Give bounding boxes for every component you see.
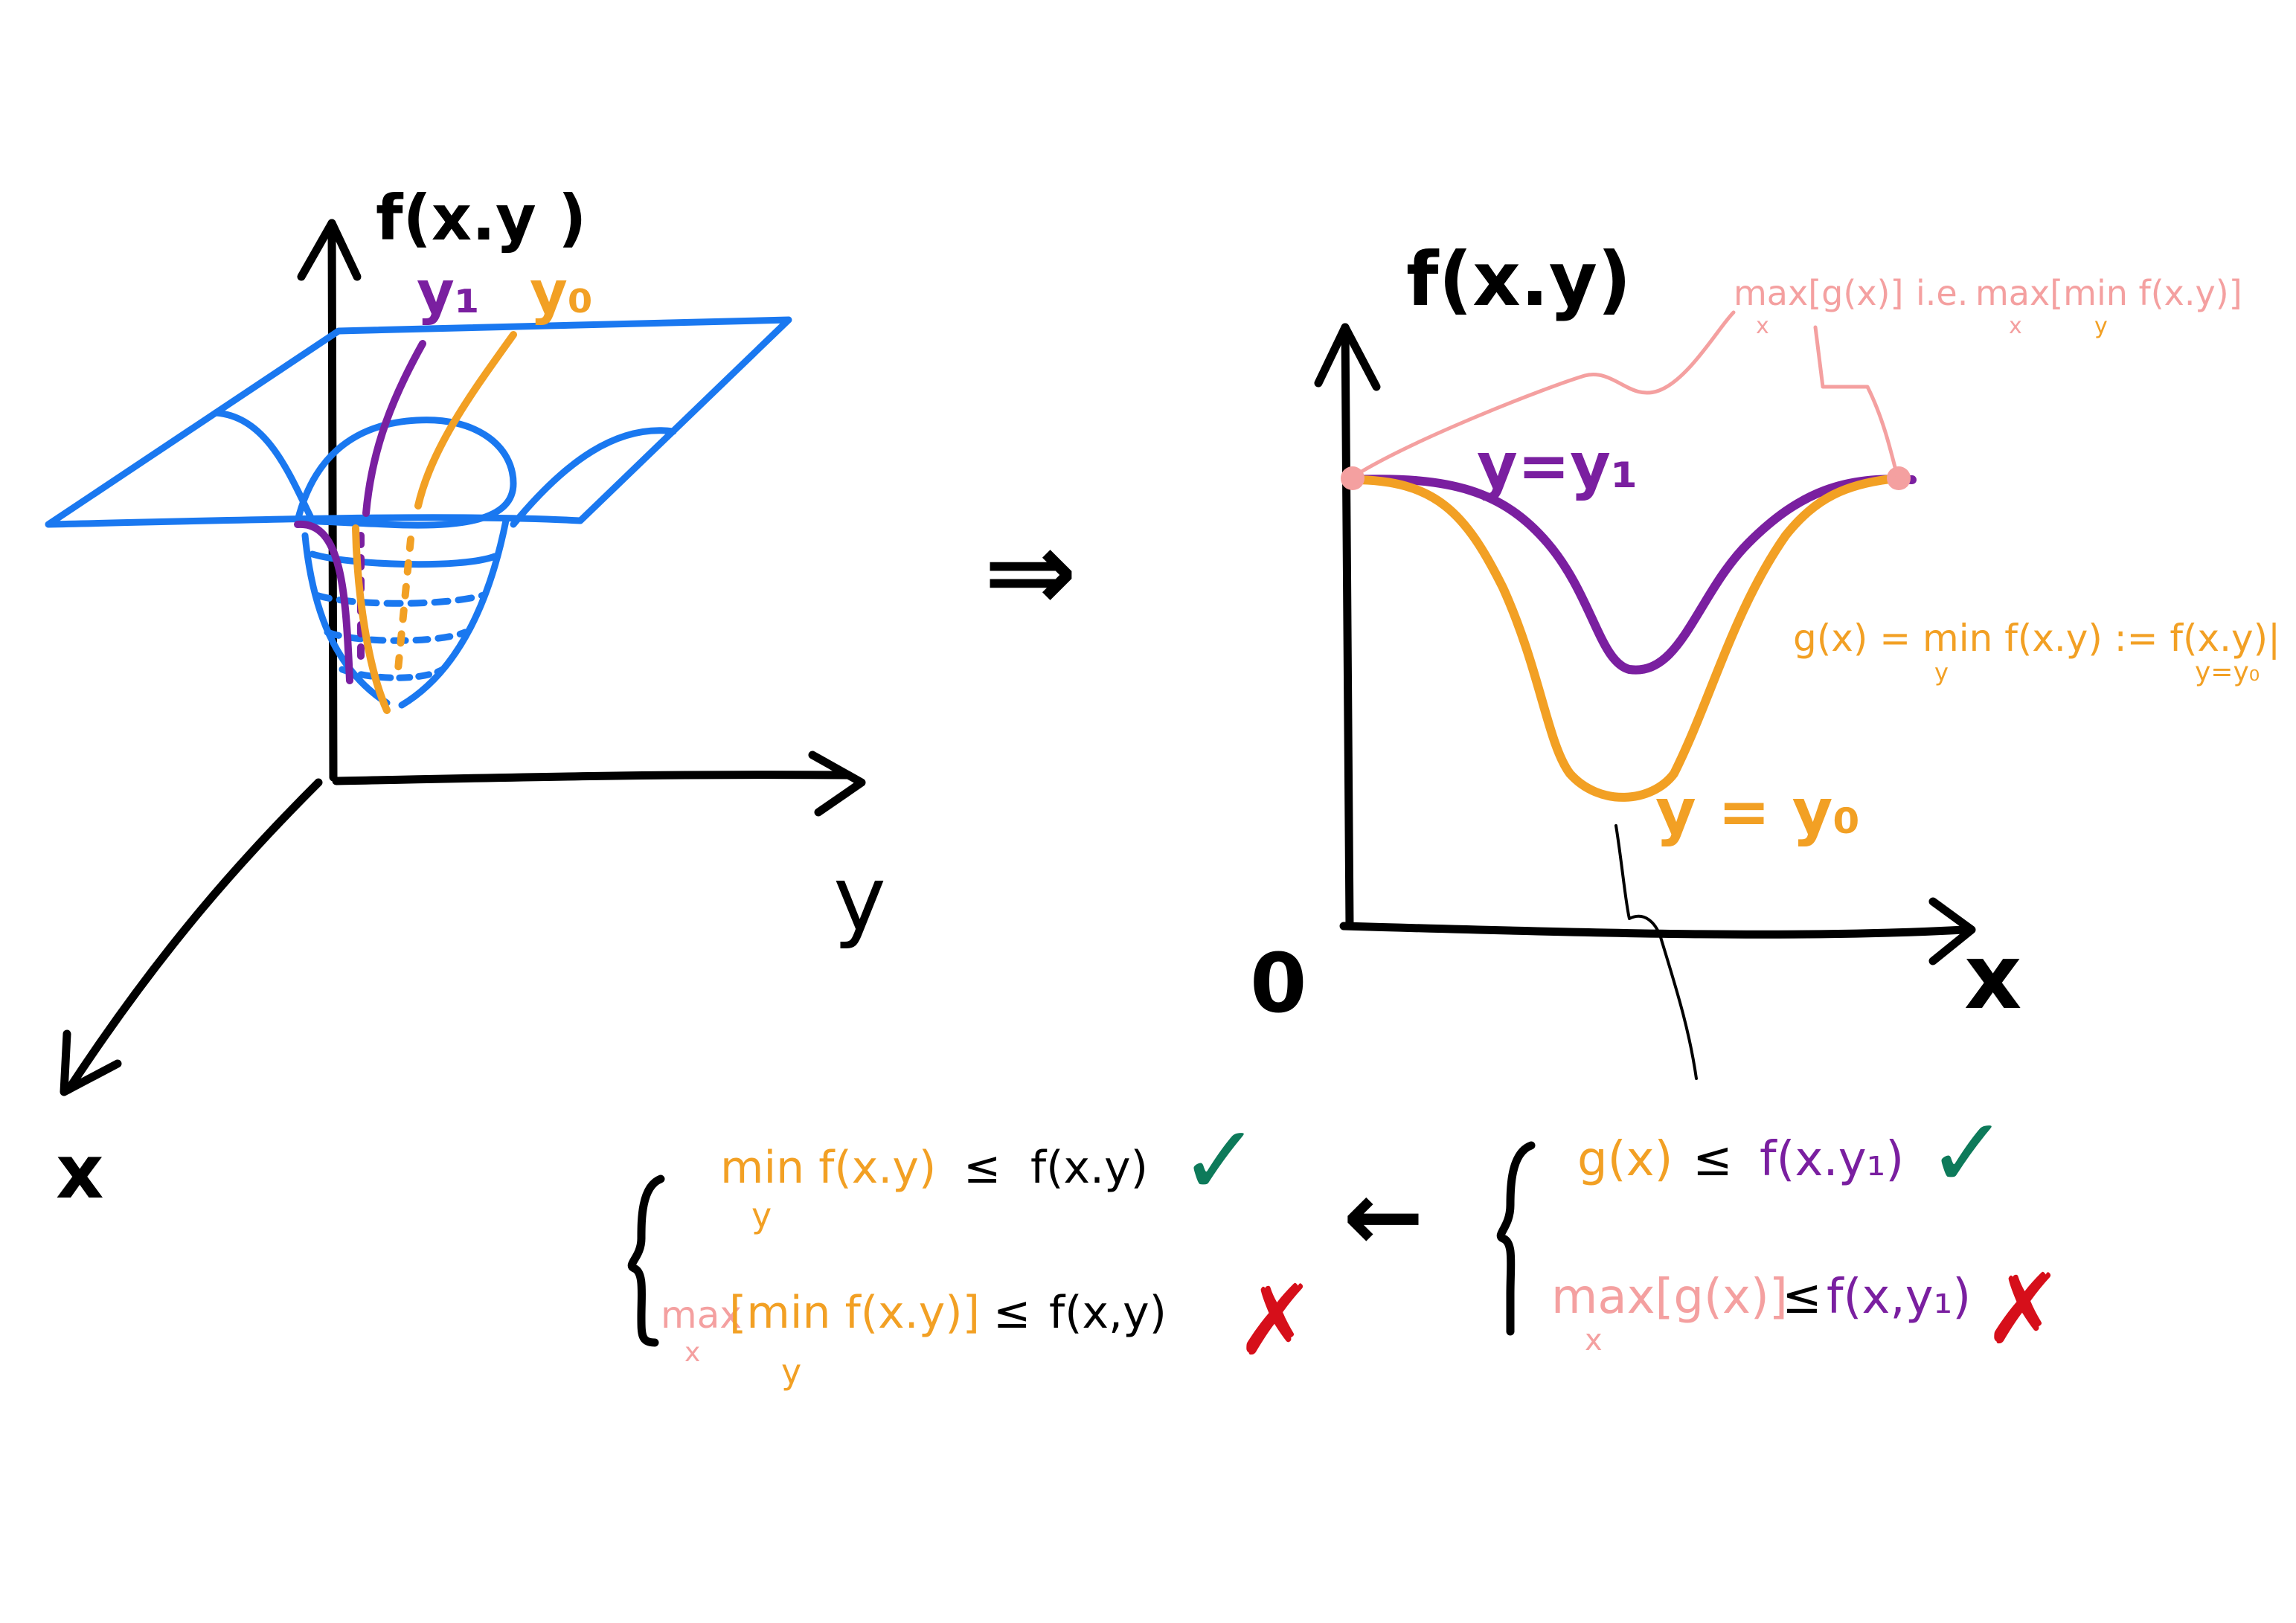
- right-x-axis: [1339, 922, 1969, 939]
- ineq-r2-lhs: max[g(x)]: [1551, 1270, 1788, 1325]
- right-x-arrowhead: [1928, 897, 1976, 965]
- ineq-l2-cross: ✗: [1235, 1264, 1316, 1377]
- right-origin-label: 0: [1250, 936, 1307, 1031]
- max-annotation: max[g(x)] x i.e. max[min f(x.y)] x y: [1734, 273, 2242, 339]
- ineq-l2-max-sub: x: [684, 1337, 700, 1368]
- slice-y0-hidden: [394, 536, 414, 673]
- funnel-ring-2: [312, 591, 487, 607]
- left-z-axis-label: f(x.y ): [376, 181, 586, 254]
- plane-dip-left: [212, 409, 316, 524]
- curve-y0-label: y = y₀: [1655, 775, 1860, 848]
- left-3d-plot: f(x.y ) y₁ y₀ y x: [45, 181, 886, 1215]
- slice-y0-label: y₀: [530, 260, 593, 327]
- ineq-l2-max: max: [661, 1293, 742, 1337]
- ineq-r1-rel: ≤: [1693, 1132, 1733, 1187]
- leader-left: [1352, 310, 1736, 478]
- right-y-arrowhead: [1314, 323, 1381, 391]
- left-x-axis: [64, 778, 323, 1094]
- left-y-axis: [332, 771, 853, 785]
- ineq-r1-rhs: f(x.y₁): [1760, 1132, 1904, 1187]
- brace-left: [627, 1174, 665, 1347]
- annotation-max-g: max[g(x)]: [1734, 273, 1903, 313]
- annotation-max-g-sub: x: [1756, 313, 1769, 339]
- curve-y0: [1348, 474, 1902, 802]
- funnel-right-wall: [398, 517, 510, 709]
- ineq-l2-rhs: f(x,y): [1049, 1287, 1167, 1339]
- ineq-l1-check: ✓: [1179, 1104, 1260, 1217]
- left-x-axis-label: x: [56, 1128, 104, 1215]
- slice-y1-label: y₁: [417, 260, 480, 327]
- curve-y1-label: y=y₁: [1477, 429, 1638, 502]
- ineq-l1-lhs-sub: y: [751, 1195, 772, 1235]
- right-x-axis-label: x: [1964, 926, 2021, 1029]
- g-def-sub-y: y: [1934, 658, 1949, 687]
- ineq-r2-rhs: f(x,y₁): [1827, 1270, 1971, 1325]
- plane-dip-right: [510, 427, 677, 528]
- arrow-left: ←: [1343, 1160, 1424, 1273]
- right-y-axis-label: f(x.y): [1406, 236, 1632, 323]
- ineq-l2-inner: [min f(x.y)]: [729, 1287, 980, 1339]
- brace-right: [1496, 1141, 1536, 1336]
- slice-y0: [352, 331, 517, 714]
- right-y-axis: [1341, 323, 1354, 931]
- leader-right: [1813, 325, 1899, 478]
- left-x-arrowhead: [60, 1029, 122, 1096]
- right-axes: [1314, 323, 1976, 965]
- slice-y1-upper: [362, 340, 426, 517]
- g-def-eval: y=y₀: [2195, 657, 2260, 687]
- ineq-r2-lhs-sub: x: [1585, 1323, 1603, 1357]
- annotation-maxmin: max[min f(x.y)]: [1975, 273, 2242, 313]
- ineq-r1-lhs: g(x): [1577, 1132, 1673, 1187]
- ineq-r2-rel: ≤: [1782, 1270, 1822, 1325]
- curve-y1: [1348, 475, 1917, 675]
- annotation-ie: i.e.: [1916, 273, 1968, 313]
- inequalities-left: min f(x.y) y ≤ f(x.y) ✓ max x [min f(x.y…: [627, 1104, 1316, 1392]
- funnel-rim: [294, 417, 517, 529]
- slice-y0-lower: [352, 524, 391, 714]
- left-axes: [60, 219, 866, 1096]
- ineq-l1-rel: ≤: [963, 1142, 1001, 1194]
- ineq-l1-rhs: f(x.y): [1030, 1142, 1148, 1194]
- ineq-r2-cross: ✗: [1983, 1253, 2064, 1366]
- ineq-l1-lhs: min f(x.y): [720, 1142, 936, 1194]
- g-definition: g(x) = min f(x.y) := f(x.y)| y y=y₀: [1793, 617, 2280, 687]
- left-y-axis-label: y: [833, 848, 886, 951]
- slice-y1: [294, 340, 426, 684]
- left-z-arrowhead: [297, 219, 362, 281]
- slice-y0-upper: [414, 331, 517, 510]
- left-z-axis: [327, 219, 338, 782]
- inequalities-right: g(x) ≤ f(x.y₁) ✓ max[g(x)] x ≤ f(x,y₁) ✗: [1496, 1096, 2064, 1366]
- slice-y1-lower: [294, 520, 353, 684]
- pointer-line: [1614, 824, 1698, 1080]
- implies-symbol: ⇒: [984, 507, 1077, 637]
- left-y-arrowhead: [808, 751, 866, 817]
- g-def-text: g(x) = min f(x.y) := f(x.y)|: [1793, 617, 2280, 660]
- annotation-maxmin-sub-x: x: [2009, 313, 2022, 339]
- ineq-l2-inner-sub: y: [781, 1352, 801, 1392]
- ineq-l2-rel: ≤: [993, 1287, 1030, 1339]
- ineq-r1-check: ✓: [1927, 1096, 2008, 1209]
- max-point-right: [1887, 466, 1911, 490]
- plane-outline: [45, 316, 792, 528]
- annotation-maxmin-sub-y: y: [2094, 313, 2108, 339]
- right-2d-plot: f(x.y) x 0 y=y₁ y = y₀ max[g(x)] x i.e. …: [1250, 236, 2280, 1080]
- surface: [45, 316, 792, 709]
